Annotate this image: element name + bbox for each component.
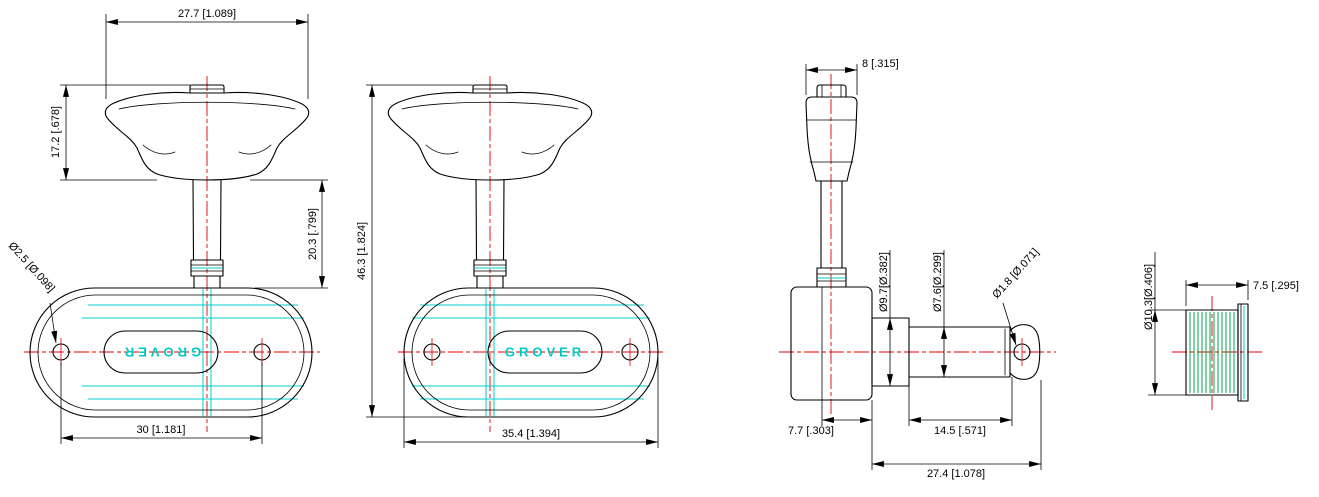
dim-bushing-outer-dia: Ø10.3[Ø.406]	[1143, 264, 1155, 330]
dim-overall-height: 46.3 [1.824]	[356, 222, 368, 280]
view-front-a: GROVER 27.7 [1.089] 17.2 [.678] 20.3 [.7…	[6, 8, 328, 444]
hidden-mechanism-lines	[82, 289, 304, 416]
dim-plate-width: 35.4 [1.394]	[502, 428, 560, 440]
dim-bushing-length: 7.5 [.295]	[1253, 280, 1299, 292]
plate-inner-edge	[37, 294, 305, 411]
hole-center-marks	[60, 338, 263, 366]
gear-housing	[790, 286, 873, 401]
dim-button-height: 17.2 [.678]	[50, 106, 62, 158]
dimensions-bushing: 7.5 [.295] Ø10.3[Ø.406]	[1143, 252, 1299, 396]
plate-inner-edge	[411, 294, 651, 411]
dim-overall-depth: 27.4 [1.078]	[927, 468, 985, 480]
bushing-body	[1185, 303, 1249, 402]
brand-window	[103, 330, 219, 374]
dim-housing-depth: 7.7 [.303]	[788, 425, 834, 437]
view-side: 8 [.315] Ø9.7[Ø.382] Ø7.6[Ø.299] Ø1.8 [Ø…	[779, 58, 1056, 480]
dim-top-width: 27.7 [1.089]	[178, 8, 236, 20]
dim-post-length: 14.5 [.571]	[934, 425, 986, 437]
view-bushing: 7.5 [.295] Ø10.3[Ø.406]	[1143, 252, 1299, 410]
post-end-cap	[1009, 324, 1041, 380]
brand-engraving: GROVER	[121, 345, 201, 360]
plate-outline	[403, 287, 659, 418]
hole-center-marks	[431, 338, 631, 366]
dimensions-front-a: 27.7 [1.089] 17.2 [.678] 20.3 [.799] 30 …	[6, 8, 328, 444]
dimensions-front-b: 46.3 [1.824] 35.4 [1.394]	[356, 84, 659, 448]
stem-side	[816, 180, 847, 288]
centerlines	[24, 76, 320, 432]
centerlines	[1172, 296, 1262, 410]
dim-post-dia: Ø7.6[Ø.299]	[932, 252, 944, 312]
hidden-mechanism-lines	[412, 289, 650, 416]
brand-engraving: GROVER	[505, 345, 585, 360]
knurl-lines	[1189, 312, 1235, 393]
view-front-b: GROVER 46.3 [1.824] 35.4 [1.394]	[356, 76, 664, 448]
dim-boss-dia: Ø9.7[Ø.382]	[878, 252, 890, 312]
dim-string-hole-dia: Ø1.8 [Ø.071]	[990, 246, 1041, 301]
dim-screw-hole-dia: Ø2.5 [Ø.098]	[6, 240, 57, 295]
dim-stem-length: 20.3 [.799]	[307, 208, 319, 260]
dim-button-thickness: 8 [.315]	[862, 58, 899, 70]
bushing-flange	[1237, 303, 1249, 402]
plate-outline	[29, 287, 313, 418]
brand-window	[487, 330, 603, 374]
button-side	[805, 84, 858, 182]
centerlines	[398, 76, 664, 432]
dim-screw-spacing: 30 [1.181]	[137, 424, 186, 436]
dimensions-side: 8 [.315] Ø9.7[Ø.382] Ø7.6[Ø.299] Ø1.8 [Ø…	[788, 58, 1042, 480]
